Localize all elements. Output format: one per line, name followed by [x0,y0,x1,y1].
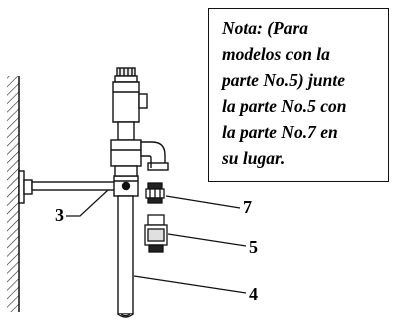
note-line: Nota: (Para [222,18,309,38]
note-line: modelos con la [222,44,330,64]
callout-part-4: 4 [249,284,258,304]
note-line: su lugar. [222,148,286,168]
part-7-fitting [145,182,165,204]
callout-part-5: 5 [249,237,258,257]
callout-part-7: 7 [243,197,252,217]
note-line: la parte No.5 con [222,96,347,116]
leader-lines [66,189,247,294]
part-5-fitting [144,214,168,253]
vertical-pipe [117,195,134,318]
note-line: parte No.5) junte [222,70,345,90]
wall [7,76,20,312]
note-box [208,8,389,182]
callout-part-3: 3 [55,205,64,225]
note-line: la parte No.7 en [222,122,338,142]
note-text: Nota: (Para modelos con la parte No.5) j… [222,15,390,171]
valve-assembly [110,67,169,177]
